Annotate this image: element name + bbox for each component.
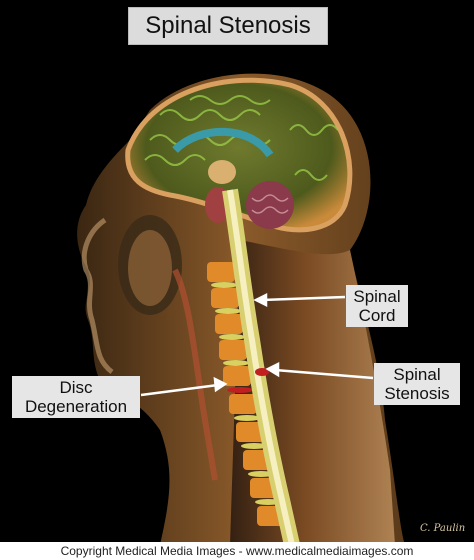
label-spinal-cord-line1: Spinal xyxy=(353,287,401,306)
label-disc-line1: Disc xyxy=(59,378,93,397)
label-arrows xyxy=(140,292,374,397)
label-spinal-stenosis-line1: Spinal xyxy=(393,365,441,384)
stenosis-site xyxy=(255,368,269,376)
spinal-cord xyxy=(227,189,295,546)
copyright-footer: Copyright Medical Media Images - www.med… xyxy=(0,542,474,560)
brain xyxy=(125,77,353,233)
label-spinal-stenosis-line2: Stenosis xyxy=(384,384,450,403)
label-spinal-cord-line2: Cord xyxy=(358,306,396,325)
label-spinal-cord: Spinal Cord xyxy=(346,285,408,327)
artist-signature: C. Paulin xyxy=(420,523,466,534)
label-spinal-stenosis: Spinal Stenosis xyxy=(374,363,460,405)
page-title: Spinal Stenosis xyxy=(128,7,328,45)
label-disc-line2: Degeneration xyxy=(24,397,128,416)
label-disc-degeneration: Disc Degeneration xyxy=(12,376,140,418)
airway xyxy=(172,268,218,481)
